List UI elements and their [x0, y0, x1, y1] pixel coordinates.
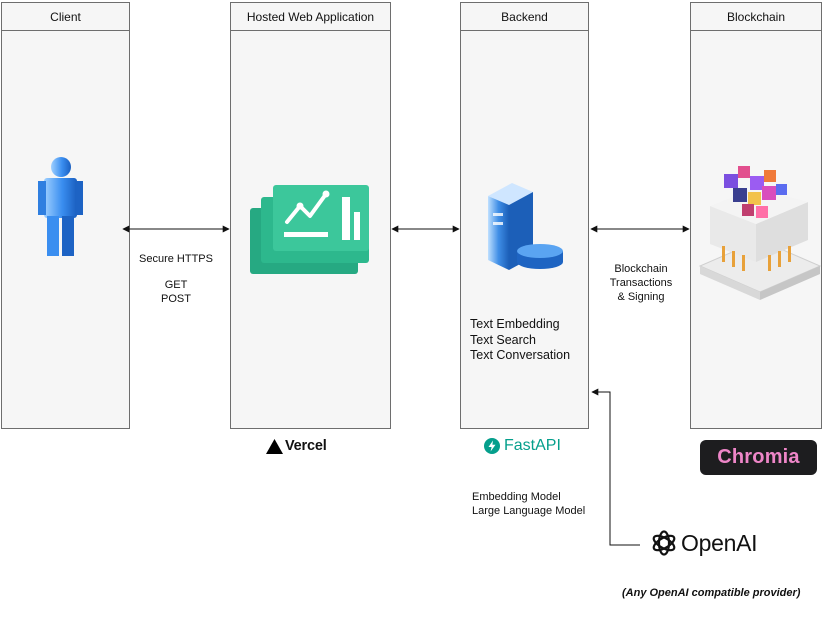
feature-text-embedding: Text Embedding: [470, 317, 560, 331]
vercel-wordmark: Vercel: [285, 438, 327, 454]
fastapi-wordmark: FastAPI: [504, 437, 561, 454]
blockchain-label-line: & Signing: [617, 291, 665, 303]
user-icon: [38, 157, 83, 256]
model-embedding: Embedding Model: [472, 491, 561, 503]
backend-features: Text Embedding Text Search Text Conversa…: [470, 317, 588, 364]
fastapi-logo: FastAPI: [484, 437, 561, 455]
model-labels: Embedding Model Large Language Model: [472, 490, 604, 518]
database-icon: [517, 244, 563, 269]
lane-title-webapp: Hosted Web Application: [231, 3, 390, 31]
model-llm: Large Language Model: [472, 505, 586, 517]
fastapi-bolt-icon: [484, 438, 500, 454]
blockchain-label-line: Transactions: [609, 277, 673, 289]
https-label-line: POST: [161, 293, 191, 305]
lane-title-backend: Backend: [461, 3, 588, 31]
lane-client: Client: [1, 2, 130, 429]
lane-title-client: Client: [2, 3, 129, 31]
blockchain-cubes-icon: [698, 166, 822, 300]
feature-text-conversation: Text Conversation: [470, 348, 571, 362]
chromia-wordmark: Chromia: [717, 446, 800, 468]
https-label: Secure HTTPS GET POST: [128, 252, 224, 306]
vercel-logo: Vercel: [266, 438, 327, 454]
https-label-line: Secure HTTPS: [139, 253, 213, 265]
openai-knot-icon: [652, 530, 676, 556]
openai-wordmark: OpenAI: [681, 529, 758, 556]
lane-title-blockchain: Blockchain: [691, 3, 821, 31]
openai-logo: OpenAI: [650, 529, 758, 557]
chromia-logo: Chromia: [700, 440, 817, 475]
blockchain-transactions-label: Blockchain Transactions & Signing: [598, 262, 684, 304]
dashboard-icon: [250, 185, 369, 274]
connector-openai-backend: [591, 388, 640, 546]
https-label-line: GET: [164, 279, 188, 291]
feature-text-search: Text Search: [470, 332, 537, 347]
vercel-triangle-icon: [266, 438, 283, 454]
provider-note: (Any OpenAI compatible provider): [622, 587, 801, 599]
blockchain-label-line: Blockchain: [614, 263, 668, 275]
